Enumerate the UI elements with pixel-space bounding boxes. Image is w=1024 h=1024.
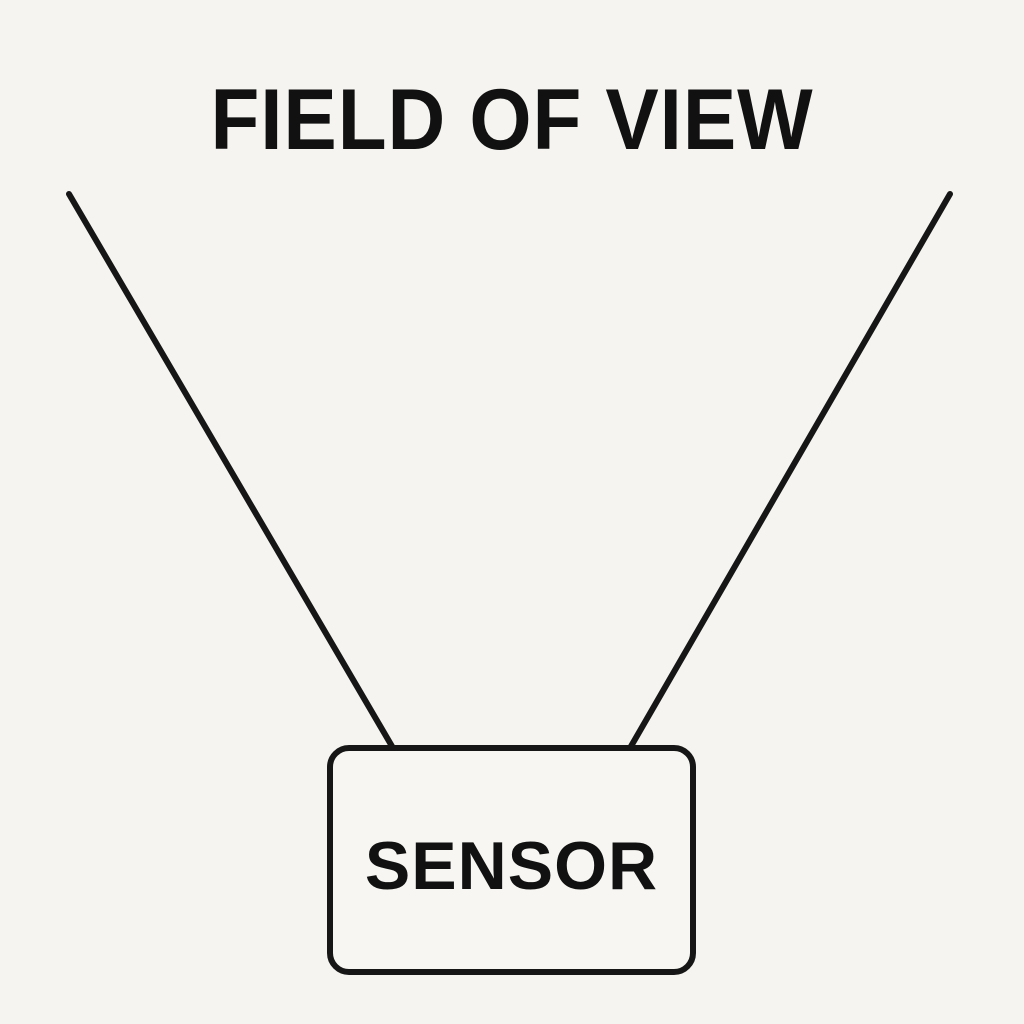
fov-right-boundary-line (627, 191, 953, 751)
sensor-box: SENSOR (327, 745, 696, 975)
fov-left-boundary-line (66, 191, 396, 751)
sensor-label: SENSOR (364, 828, 659, 904)
diagram-title: FIELD OF VIEW (210, 72, 814, 168)
